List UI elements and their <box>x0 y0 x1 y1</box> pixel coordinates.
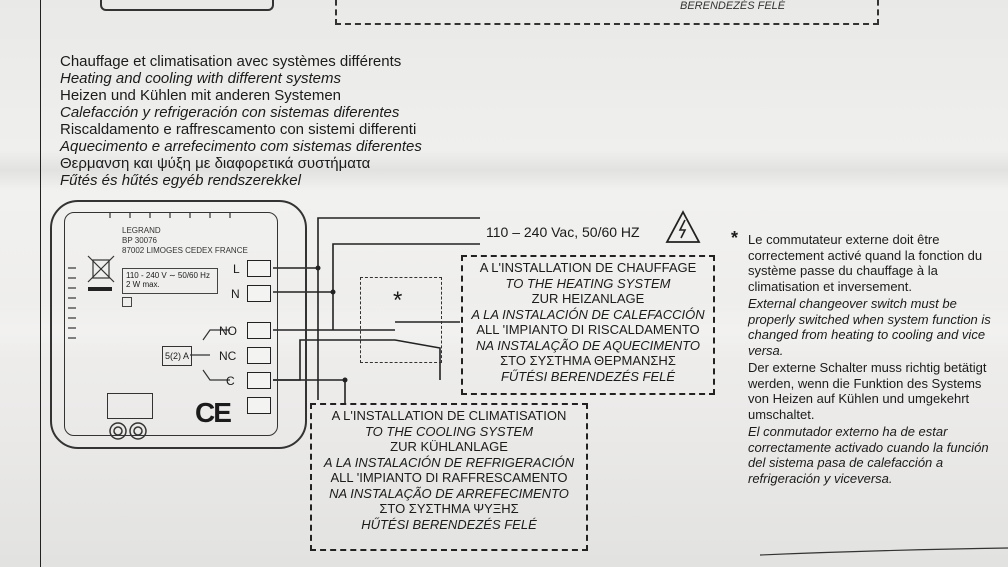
terminal-label-n: N <box>231 287 240 301</box>
heating-system-text: A L'INSTALLATION DE CHAUFFAGE TO THE HEA… <box>463 260 713 384</box>
cooling-system-text: A L'INSTALLATION DE CLIMATISATION TO THE… <box>312 408 586 532</box>
cooling-pt: NA INSTALAÇÃO DE ARREFECIMENTO <box>329 485 569 501</box>
paper-fold <box>0 150 1008 190</box>
spec-power: 2 W max. <box>126 280 160 289</box>
spec-voltage: 110 - 240 V ∼ 50/60 Hz <box>126 271 210 280</box>
terminal-nc <box>247 347 271 364</box>
heating-en: TO THE HEATING SYSTEM <box>505 275 671 291</box>
terminal-l <box>247 260 271 277</box>
supply-voltage-label: 110 – 240 Vac, 50/60 HZ <box>486 224 640 240</box>
heating-fr: A L'INSTALLATION DE CHAUFFAGE <box>479 260 697 275</box>
cooling-de: ZUR KÜHLANLAGE <box>390 439 508 454</box>
cooling-en: TO THE COOLING SYSTEM <box>364 423 534 439</box>
cooling-it: ALL 'IMPIANTO DI RAFFRESCAMENTO <box>330 470 568 485</box>
note-fr: Le commutateur externe doit être correct… <box>748 232 983 294</box>
terminal-c <box>247 372 271 389</box>
spec-label: 110 - 240 V ∼ 50/60 Hz 2 W max. <box>122 268 218 294</box>
heating-el: ΣΤΟ ΣΥΣΤΗΜΑ ΘΕΡΜΑΝΣΗΣ <box>500 353 676 368</box>
terminal-label-l: L <box>233 262 240 276</box>
relay-rating: 5(2) A <box>162 346 192 366</box>
display-window <box>107 393 153 419</box>
title-en: Heating and cooling with different syste… <box>60 70 341 87</box>
address-line: BP 30076 <box>122 236 157 245</box>
terminal-no <box>247 322 271 339</box>
terminal-blank <box>247 397 271 414</box>
terminal-label-c: C <box>226 374 235 388</box>
paper-fold <box>0 300 1008 360</box>
note-en: External changeover switch must be prope… <box>748 296 991 358</box>
double-insulation-icon <box>122 297 132 307</box>
note-asterisk: * <box>731 228 739 248</box>
brand-line: LEGRAND <box>122 226 161 235</box>
cooling-hu: HŰTÉSI BERENDEZÉS FELÉ <box>361 516 537 532</box>
high-voltage-warning-icon <box>665 210 701 243</box>
cooling-system-box <box>310 403 588 551</box>
terminal-n <box>247 285 271 302</box>
note-de: Der externe Schalter muss richtig betäti… <box>748 360 987 422</box>
title-fr: Chauffage et climatisation avec systèmes… <box>60 53 402 70</box>
note-es: El conmutador externo ha de estar correc… <box>748 424 989 486</box>
switch-note: Le commutateur externe doit être correct… <box>748 232 998 488</box>
thermostat-device-outline <box>50 200 307 449</box>
title-it: Riscaldamento e raffrescamento con siste… <box>60 121 417 138</box>
title-el: Θερμανση και ψύξη με διαφορετικά συστήμα… <box>60 155 371 172</box>
heating-pt: NA INSTALAÇÃO DE AQUECIMENTO <box>476 337 700 353</box>
heating-hu: FŰTÉSI BERENDEZÉS FELÉ <box>500 368 676 384</box>
terminal-label-nc: NC <box>219 349 237 363</box>
title-hu: Fűtés és hűtés egyéb rendszerekkel <box>60 172 301 189</box>
title-pt: Aquecimento e arrefecimento com sistemas… <box>60 138 422 155</box>
cooling-fr: A L'INSTALLATION DE CLIMATISATION <box>331 408 567 423</box>
margin-line <box>40 0 41 567</box>
switch-asterisk: * <box>393 287 403 314</box>
top-left-box-edge <box>100 0 274 11</box>
heating-system-box <box>461 255 715 395</box>
weee-bin-icon <box>87 255 115 283</box>
heating-it: ALL 'IMPIANTO DI RISCALDAMENTO <box>476 322 700 337</box>
title-block: Chauffage et climatisation avec systèmes… <box>60 53 422 189</box>
cooling-el: ΣΤΟ ΣΥΣΤΗΜΑ ΨΥΞΗΣ <box>379 501 519 516</box>
heating-es: A LA INSTALACIÓN DE CALEFACCIÓN <box>471 306 705 322</box>
external-switch-box <box>360 277 442 363</box>
thermostat-device-body <box>64 212 278 436</box>
cooling-es: A LA INSTALACIÓN DE REFRIGERACIÓN <box>323 454 575 470</box>
top-box-text: BERENDEZÉS FELÉ <box>680 0 786 12</box>
title-es: Calefacción y refrigeración con sistemas… <box>60 104 400 121</box>
ce-mark: CE <box>195 397 232 428</box>
title-de: Heizen und Kühlen mit anderen Systemen <box>60 87 342 104</box>
address-line: 87002 LIMOGES CEDEX FRANCE <box>122 246 248 255</box>
heating-de: ZUR HEIZANLAGE <box>531 291 645 306</box>
top-right-dashed-box <box>335 0 879 25</box>
terminal-label-no: NO <box>219 324 237 338</box>
